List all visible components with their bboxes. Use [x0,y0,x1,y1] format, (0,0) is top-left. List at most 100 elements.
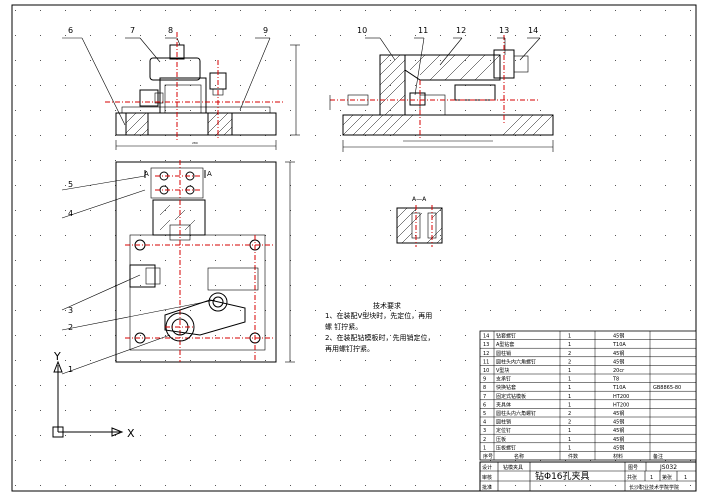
section-mark-right: A [207,170,212,178]
bom-cell-no: 13 [483,342,489,348]
balloon-8: 8 [168,26,173,35]
bom-cell-no: 7 [483,394,486,400]
bom-cell-no: 4 [483,420,486,426]
title-block: 设计 审核 批准 钻模夹具 钻Φ16孔夹具 图号 JS032 共张 1 第张 1… [479,461,697,492]
balloon-3: 3 [68,306,73,315]
bom-cell-mat: T8 [612,377,619,383]
balloon-6: 6 [68,26,73,35]
bom-cell-no: 3 [483,428,486,434]
section-a-a-view[interactable]: A—A [396,196,443,247]
bom-cell-mat: T10A [612,342,626,348]
leader-lines [61,37,541,375]
bom-cell-name: V型块 [496,367,509,374]
plan-view[interactable]: A A [115,160,295,363]
bom-cell-mat: T10A [612,385,626,391]
bom-cell-name: 压板螺钉 [496,444,516,451]
bom-cell-name: 圆柱销 [496,419,511,426]
bom-cell-name: 压板 [496,436,506,443]
tb-scale-label: 共张 [627,474,637,481]
bom-cell-qty: 1 [568,368,571,374]
tech-req-title: 技术要求 [373,301,401,310]
bom-cell-qty: 1 [568,342,571,348]
bom-cell-name: 圆柱头内六角螺钉 [496,410,536,417]
bom-cell-mat: HT200 [613,394,629,400]
balloon-4: 4 [68,209,73,218]
bom-cell-qty: 1 [568,394,571,400]
tb-sheet: 1 [684,475,687,481]
ucs-icon: Y X [52,350,135,440]
bom-cell-qty: 2 [568,420,571,426]
ucs-y-label: Y [53,350,61,363]
bom-cell-qty: 2 [568,411,571,417]
bom-cell-qty: 1 [568,334,571,340]
tb-school: 长沙职业技术学院学院 [629,484,679,491]
tb-scale: 1 [650,475,653,481]
bom-cell-mat: 20cr [613,368,625,374]
bom-cell-note: GB8865-80 [653,385,681,391]
tb-check: 审核 [482,474,492,481]
front-view[interactable]: 280 [105,32,300,150]
bom-cell-name: A型钻套 [496,341,514,348]
tech-req-line-2: 螺 钉拧紧。 [325,322,362,331]
balloon-13: 13 [499,26,509,35]
balloon-14: 14 [528,26,538,35]
bom-cell-name: 支承钉 [496,376,511,383]
bom-header-mat: 材料 [613,453,623,460]
bom-cell-mat: 45钢 [613,358,624,365]
bom-cell-no: 1 [483,445,486,451]
bom-header-note: 备注 [653,453,663,460]
tb-title: 钻Φ16孔夹具 [535,470,590,482]
bom-cell-name: 圆柱销 [496,350,511,357]
balloon-9: 9 [263,26,268,35]
balloon-1: 1 [68,365,73,374]
bom-cell-mat: 45钢 [613,427,624,434]
bom-header-no: 序号 [483,453,493,460]
technical-requirements: 技术要求 1、在装配V型块时，先定位，再用 螺 钉拧紧。 2、在装配钻模板时，先… [325,301,434,353]
bom-cell-name: 圆柱头内六角螺钉 [496,358,536,365]
bom-cell-mat: HT200 [613,402,629,408]
tb-designer: 钻模夹具 [503,464,523,471]
balloon-labels: 6 7 8 9 10 11 12 13 14 5 4 3 2 1 [68,26,538,374]
ucs-x-label: X [127,427,135,440]
bom-cell-name: 钻套螺钉 [496,333,516,340]
bom-cell-mat: 45钢 [613,436,624,443]
tb-design: 设计 [482,464,492,471]
bom-cell-no: 9 [483,377,486,383]
side-view[interactable] [329,35,554,152]
tech-req-line-1: 1、在装配V型块时，先定位，再用 [325,311,432,320]
balloon-2: 2 [68,323,73,332]
bom-cell-name: 固定式钻模板 [496,393,526,400]
section-mark-left: A [144,170,149,178]
bom-cell-mat: 45钢 [613,350,624,357]
tb-tuhao: JS032 [659,464,677,471]
bom-cell-no: 12 [483,351,489,357]
bom-cell-no: 8 [483,385,486,391]
bom-cell-qty: 1 [568,377,571,383]
bom-cell-name: 定位钉 [496,427,511,434]
bom-cell-qty: 2 [568,359,571,365]
bom-cell-qty: 1 [568,385,571,391]
bom-cell-no: 6 [483,402,486,408]
tb-approve: 批准 [482,484,492,491]
bom-cell-mat: 45钢 [613,333,624,340]
bom-cell-name: 夹具体 [496,401,511,408]
balloon-11: 11 [418,26,428,35]
tech-req-line-4: 再用螺钉拧紧。 [325,344,374,353]
balloon-10: 10 [357,26,367,35]
bom-cell-no: 10 [483,368,489,374]
bom-header-qty: 件数 [568,453,578,460]
bom-cell-mat: 45钢 [613,410,624,417]
svg-text:280: 280 [192,141,198,145]
bom-header-name: 名称 [514,453,524,460]
tb-sheet-label: 第张 [662,474,672,481]
tech-req-line-3: 2、在装配钻模板时，先用销定位， [325,333,434,342]
balloon-5: 5 [68,180,73,189]
balloon-12: 12 [456,26,466,35]
bom-cell-no: 11 [483,359,489,365]
bom-cell-qty: 2 [568,351,571,357]
tb-tuhao-label: 图号 [628,465,638,471]
bom-cell-qty: 1 [568,437,571,443]
